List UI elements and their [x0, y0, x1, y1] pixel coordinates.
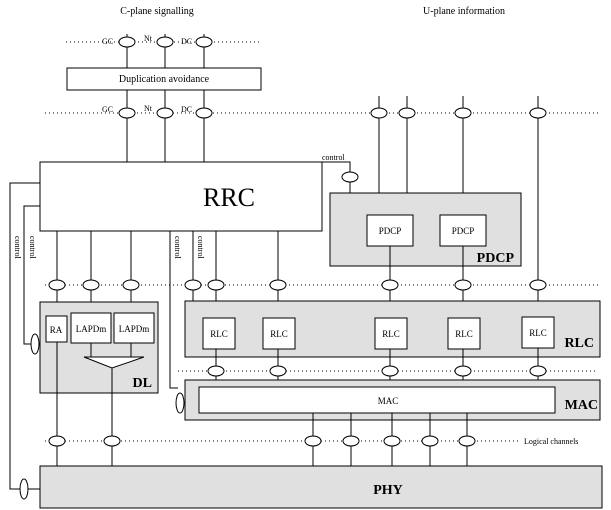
gc-sap-rrc: [118, 107, 136, 119]
lapdm-1-label: LAPDm: [76, 324, 107, 334]
mac-control-sap: [175, 392, 185, 414]
phy-box: [39, 465, 603, 509]
rlc1-sap: [207, 279, 225, 291]
phy-control-label: control: [13, 236, 22, 259]
uplane-sap-4: [529, 107, 547, 119]
gc-sap-top: [118, 36, 136, 48]
uplane-sap-3: [454, 107, 472, 119]
pdcp-control-sap: [341, 171, 359, 183]
rlc-control-sap: [184, 279, 202, 291]
mac-sap-1: [207, 365, 225, 377]
logical-channel-sap-3: [383, 435, 401, 447]
lapdm2-sap: [122, 279, 140, 291]
rrc-mac-control-line: [169, 231, 178, 389]
rlc-entity-3-label: RLC: [382, 329, 400, 339]
mac-entity: [198, 386, 556, 414]
rlc-entity-4: [447, 317, 481, 350]
dc-label-rrc: DC: [181, 105, 192, 114]
uplane-sap-2: [398, 107, 416, 119]
logical-channel-sap-2: [342, 435, 360, 447]
rlc-entity-1-label: RLC: [210, 329, 228, 339]
rlc-entity-2-label: RLC: [270, 329, 288, 339]
rrc-dl-control-line: [23, 205, 40, 345]
nt-sap-top: [156, 36, 174, 48]
mac-sap-2: [269, 365, 287, 377]
mac-control-label: control: [173, 236, 182, 259]
gc-label-top: GC: [102, 37, 113, 46]
rrc-label: RRC: [203, 183, 255, 212]
pdcp-group-label: PDCP: [477, 251, 515, 266]
pdcp-group: [329, 192, 522, 267]
logical-channel-sap-5: [458, 435, 476, 447]
gc-label-rrc: GC: [102, 105, 113, 114]
logical-channel-sap-1: [304, 435, 322, 447]
rlc3-sap: [381, 279, 399, 291]
nt-sap-rrc: [156, 107, 174, 119]
dl-group-label: DL: [133, 376, 152, 391]
dl-control-sap: [30, 333, 40, 355]
lapdm1-sap: [82, 279, 100, 291]
rlc-entity-5: [521, 316, 555, 349]
dc-label-top: DC: [181, 37, 192, 46]
pdcp-entity-1-label: PDCP: [379, 226, 402, 236]
pdcp-control-label: control: [322, 153, 345, 162]
rrc-box: [39, 161, 323, 232]
dl-multiplex-triangle: [83, 356, 145, 369]
pdcp-entity-2-label: PDCP: [452, 226, 475, 236]
lapdm-box-2: [113, 312, 155, 344]
rlc4-sap: [454, 279, 472, 291]
cplane-header: C-plane signalling: [120, 6, 194, 17]
nt-label-rrc: Nt: [144, 104, 153, 113]
lapdm-2-label: LAPDm: [119, 324, 150, 334]
rrc-pdcp-control-line: [322, 161, 351, 193]
rlc2-sap: [269, 279, 287, 291]
rlc-entity-1: [202, 317, 236, 350]
ra-sap: [48, 279, 66, 291]
rlc-entity-4-label: RLC: [455, 329, 473, 339]
duplication-avoidance-label: Duplication avoidance: [119, 74, 210, 85]
rlc-control-label: control: [196, 236, 205, 259]
rlc-entity-5-label: RLC: [529, 328, 547, 338]
rlc-entity-3: [374, 317, 408, 350]
duplication-avoidance-box: [66, 67, 262, 91]
nt-label-top: Nt: [144, 34, 153, 43]
mac-sap-3: [381, 365, 399, 377]
dl-phy-sap: [103, 435, 121, 447]
mac-group-label: MAC: [565, 398, 598, 413]
uplane-sap-1: [370, 107, 388, 119]
rlc5-sap: [529, 279, 547, 291]
mac-sap-5: [529, 365, 547, 377]
ra-label: RA: [50, 325, 63, 335]
phy-label: PHY: [373, 483, 403, 498]
logical-channel-sap-4: [421, 435, 439, 447]
lapdm-box-1: [70, 312, 112, 344]
dc-sap-rrc: [195, 107, 213, 119]
mac-entity-label: MAC: [378, 396, 399, 406]
dl-control-label: control: [28, 236, 37, 259]
logical-channels-label: Logical channels: [524, 437, 578, 446]
uplane-header: U-plane information: [423, 6, 505, 17]
rlc-entity-2: [262, 317, 296, 350]
ra-phy-sap: [48, 435, 66, 447]
mac-sap-4: [454, 365, 472, 377]
rlc-group-label: RLC: [564, 336, 594, 351]
dc-sap-top: [195, 36, 213, 48]
phy-control-sap: [19, 478, 29, 500]
